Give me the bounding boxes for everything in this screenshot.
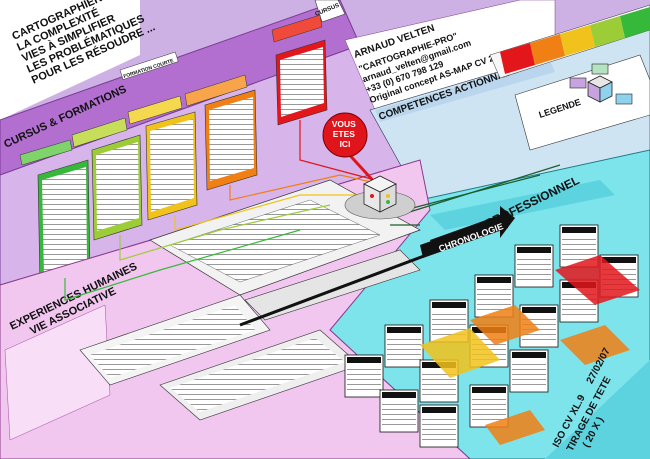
central-cube-icon <box>363 175 397 213</box>
cursus-column-yellow[interactable] <box>127 95 198 221</box>
vecu-card[interactable] <box>344 354 384 398</box>
vous-etes-ici-marker[interactable]: VOUS ETES ICI <box>322 112 416 220</box>
marker-line-1: VOUS <box>332 119 356 129</box>
legend-box: LEGENDE <box>514 54 650 151</box>
location-pin-icon: VOUS ETES ICI <box>322 112 368 158</box>
vecu-card[interactable] <box>509 349 549 393</box>
cursus-column-green[interactable] <box>19 139 91 286</box>
competence-scale <box>489 4 650 79</box>
vecu-card[interactable] <box>419 404 459 448</box>
cursus-columns <box>19 14 328 286</box>
cube-legend-icon <box>569 63 633 105</box>
marker-line-2: ETES <box>333 129 356 139</box>
connection-lines <box>64 120 561 301</box>
marker-line-3: ICI <box>340 139 351 149</box>
svg-text:CARTOGRAPHIER LA COMPLEX: CARTOGRAPHIER LA COMPLEXITÉ VIES À SIMPL… <box>10 0 157 87</box>
cursus-column-orange[interactable] <box>184 74 258 191</box>
vecu-pedestals <box>420 255 640 445</box>
vecu-card[interactable] <box>384 324 424 368</box>
vecu-card[interactable] <box>514 244 554 288</box>
cursus-column-yellow-green[interactable] <box>71 117 143 241</box>
svg-text:VOUS ETES ICI: VOUS ETES ICI <box>332 119 358 149</box>
vecu-card[interactable] <box>469 384 509 428</box>
header-title-card: CARTOGRAPHIER LA COMPLEXITÉ VIES À SIMPL… <box>0 0 157 120</box>
vecu-card[interactable] <box>379 389 419 433</box>
cursus-column-red[interactable] <box>271 14 328 126</box>
